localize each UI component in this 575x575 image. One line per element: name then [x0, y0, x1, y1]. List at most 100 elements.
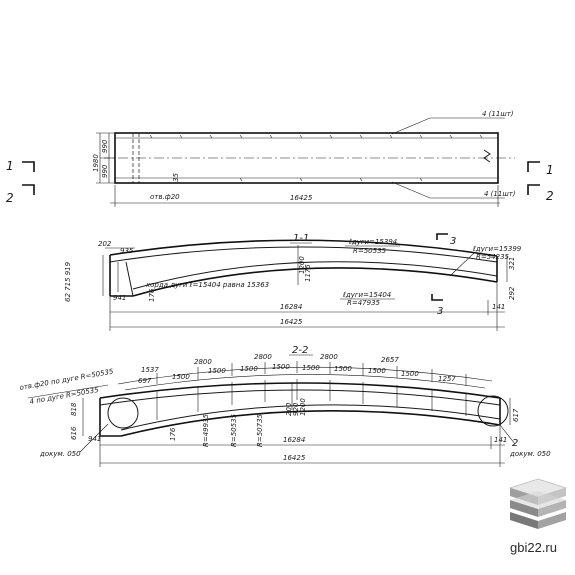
section1-dim-1175: 1175 [304, 264, 312, 282]
section2-dim-200: 200 [285, 402, 293, 416]
section1-arc-right-r: R=54235 [476, 253, 510, 261]
section1-bottom-chord [132, 267, 498, 297]
section-3-mark-top [436, 233, 448, 240]
section-2-2: 2-2 1537 2800 2800 2800 2657 697 1500 15… [19, 345, 551, 467]
section2-bottom-flange-line [120, 404, 501, 431]
section-mark-2-right [527, 184, 540, 195]
section-mark-1-left-label: 1 [6, 159, 14, 173]
section1-dim-left-stack: 62 715 919 [64, 261, 72, 302]
section2-mid-span-1: 697 [138, 377, 152, 385]
section2-dim-941: 941 [88, 435, 101, 443]
section-markers: 1 2 1 2 [6, 159, 554, 205]
section1-dim-292: 292 [508, 286, 516, 300]
section1-dim-16284: 16284 [280, 303, 302, 311]
section1-top-flange-line [109, 246, 498, 263]
section2-detail-note-right: докум. 050 [509, 450, 551, 458]
section-3-label-bottom: 3 [437, 306, 443, 317]
section2-top-span-2: 2800 [194, 358, 212, 366]
plan-dim-16425: 16425 [290, 194, 313, 202]
section2-mid-span-5: 1500 [272, 363, 290, 371]
section2-span-ticks [156, 361, 467, 386]
section-mark-2-left-label: 2 [6, 191, 14, 205]
section1-dim-16425: 16425 [280, 318, 303, 326]
section2-dim-616: 616 [70, 426, 78, 440]
section2-bottom-chord [120, 410, 501, 437]
section2-dim-617: 617 [512, 408, 520, 422]
section2-hole-note-1: отв.ф20 по дуге R=50535 [19, 367, 115, 391]
section2-r-3: R=50735 [256, 413, 264, 447]
plan-dim-990-top: 990 [101, 139, 109, 153]
plan-callout-top: 4 (11шт) [482, 110, 514, 118]
section2-dim-16425: 16425 [283, 454, 306, 462]
section2-top-span-1: 1537 [141, 366, 159, 374]
section2-detail-circle-left [107, 397, 139, 429]
section2-dim-1200: 1200 [299, 398, 307, 416]
plan-dim-990-bottom: 990 [101, 164, 109, 178]
section-3-label-top: 3 [450, 236, 456, 247]
section2-verticals [156, 379, 467, 420]
section2-top-chord [99, 382, 501, 399]
section1-support-edge [125, 261, 134, 297]
section2-mid-span-8: 1500 [368, 367, 386, 375]
section1-arc-bottom-r: R=47935 [347, 299, 381, 307]
section2-dim-920: 920 [292, 402, 300, 416]
section-mark-1-right-label: 1 [546, 163, 554, 177]
section2-r-1: R=49935 [202, 413, 210, 447]
section1-bottom-flange-line [132, 261, 498, 290]
section1-dim-935: 935 [120, 247, 134, 255]
section2-mid-span-9: 1500 [401, 370, 419, 378]
section1-top-chord [109, 239, 498, 257]
section2-top-span-5: 2657 [381, 356, 399, 364]
section-mark-2-right-label: 2 [546, 189, 554, 203]
plan-tick-marks [149, 134, 483, 182]
section2-top-flange-line [99, 389, 501, 406]
section2-mid-span-3: 1500 [208, 367, 226, 375]
section2-dim-141: 141 [494, 436, 507, 444]
section2-top-dim-arc [117, 366, 493, 385]
section-mark-1-right [527, 161, 540, 172]
plan-view: 4 (11шт) 4 (11шт) 1980 990 990 отв.ф20 3… [92, 110, 516, 207]
section2-mid-span-4: 1500 [240, 365, 258, 373]
section1-dim-176: 176 [148, 288, 156, 302]
section2-dim-16284: 16284 [283, 436, 305, 444]
section1-dim-1200: 1200 [298, 256, 306, 274]
section-3-mark-bottom [431, 294, 443, 301]
section-2-title: 2-2 [292, 345, 308, 356]
section2-detail-circle-right [477, 395, 509, 427]
section2-mid-dim-arc [124, 374, 486, 391]
section2-top-span-3: 2800 [254, 353, 272, 361]
section1-dim-321: 321 [508, 257, 516, 270]
section-1-1: 1-1 202 935 62 715 919 941 176 1200 1175… [64, 233, 522, 331]
section-mark-2-left [22, 184, 35, 195]
section1-chord-label: хорда дуги ℓ=15404 равна 15363 [145, 281, 269, 289]
section2-mid-span-7: 1500 [334, 365, 352, 373]
section2-mark-2: 2 [512, 438, 518, 449]
plan-hole-note: отв.ф20 [150, 193, 180, 201]
section1-arc-top-r: R=50535 [353, 247, 387, 255]
section2-top-span-4: 2800 [320, 353, 338, 361]
section-1-title: 1-1 [293, 233, 309, 244]
section1-dim-202: 202 [98, 240, 112, 248]
section-mark-1-left [22, 161, 35, 172]
section1-dim-941: 941 [113, 294, 126, 302]
plan-callout-leader-bottom [391, 181, 505, 199]
plan-callout-bottom: 4 (11шт) [484, 190, 516, 198]
section1-dim-141: 141 [492, 303, 505, 311]
section2-detail-note-left: докум. 050 [39, 450, 81, 458]
watermark-site: gbi22.ru [510, 540, 557, 555]
section2-mid-span-6: 1500 [302, 364, 320, 372]
plan-callout-leader-top [391, 117, 505, 135]
section1-arc-top-label: ℓдуги=15394 [348, 238, 397, 246]
section2-dim-176: 176 [169, 427, 177, 441]
plan-dim-35: 35 [172, 173, 180, 182]
section1-arc-right-label: ℓдуги=15399 [472, 245, 522, 253]
section2-mid-span-2: 1500 [172, 373, 190, 381]
section2-r-2: R=50535 [230, 413, 238, 447]
plan-dim-1980: 1980 [92, 154, 100, 172]
section2-dim-818: 818 [70, 402, 78, 416]
section2-mid-span-10: 1257 [438, 375, 456, 383]
watermark-logo [508, 478, 568, 529]
section1-arc-bottom-label: ℓдуги=15404 [342, 291, 391, 299]
plan-break-mark [483, 149, 491, 163]
